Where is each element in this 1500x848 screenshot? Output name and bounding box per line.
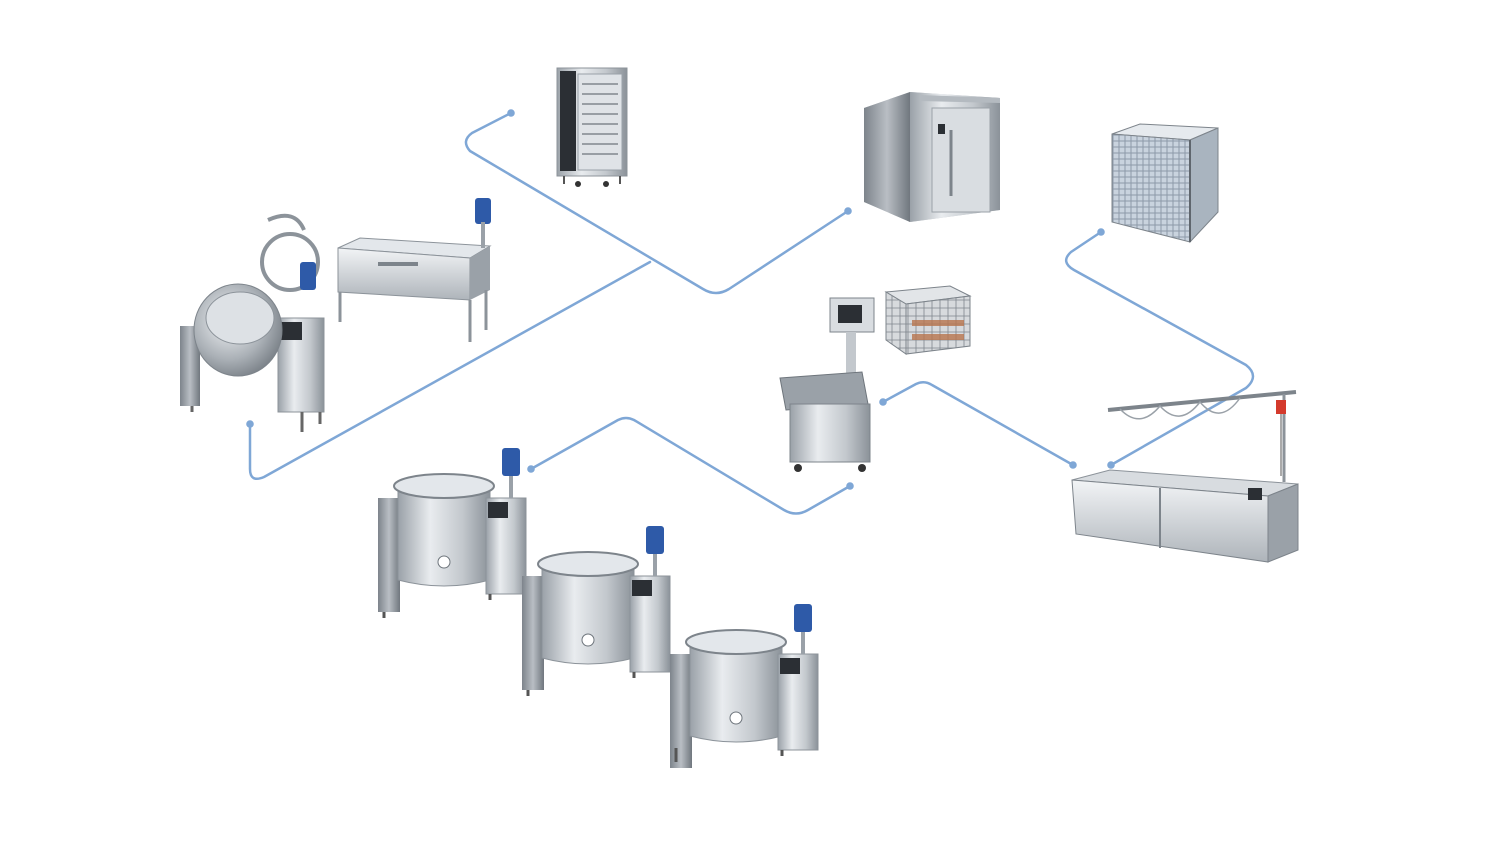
connector-combi-oven-to-blast-chiller: [464, 111, 850, 295]
connector-node: [846, 482, 854, 490]
cooling-tower-icon: [1111, 123, 1219, 244]
connector-node: [246, 420, 254, 428]
connector-node: [844, 207, 852, 215]
connector-tilting-kettles-to-filling-station: [529, 416, 852, 515]
blast-chiller-icon: [864, 92, 1000, 222]
bratt-pan-icon: [337, 198, 492, 342]
connector-node: [879, 398, 887, 406]
rack-trolley-icon: [884, 285, 972, 355]
connector-node: [1069, 461, 1077, 469]
tilting-kettle-icon: [522, 526, 671, 696]
connector-cooling-tunnel-to-tank: [1065, 230, 1255, 467]
connector-node: [507, 109, 515, 117]
tilting-kettle-icon: [378, 448, 527, 618]
combi-oven-icon: [556, 67, 628, 187]
connector-node: [527, 465, 535, 473]
filling-machine-icon: [779, 297, 875, 472]
connector-node: [1107, 461, 1115, 469]
connector-filling-station-to-tank: [881, 381, 1075, 467]
connector-kettle-to-main-line: [248, 260, 652, 480]
tilting-mixing-kettle-icon: [180, 213, 325, 432]
connector-node: [1097, 228, 1105, 236]
tumble-chiller-icon: [1071, 390, 1299, 563]
tilting-kettle-icon: [670, 604, 819, 768]
